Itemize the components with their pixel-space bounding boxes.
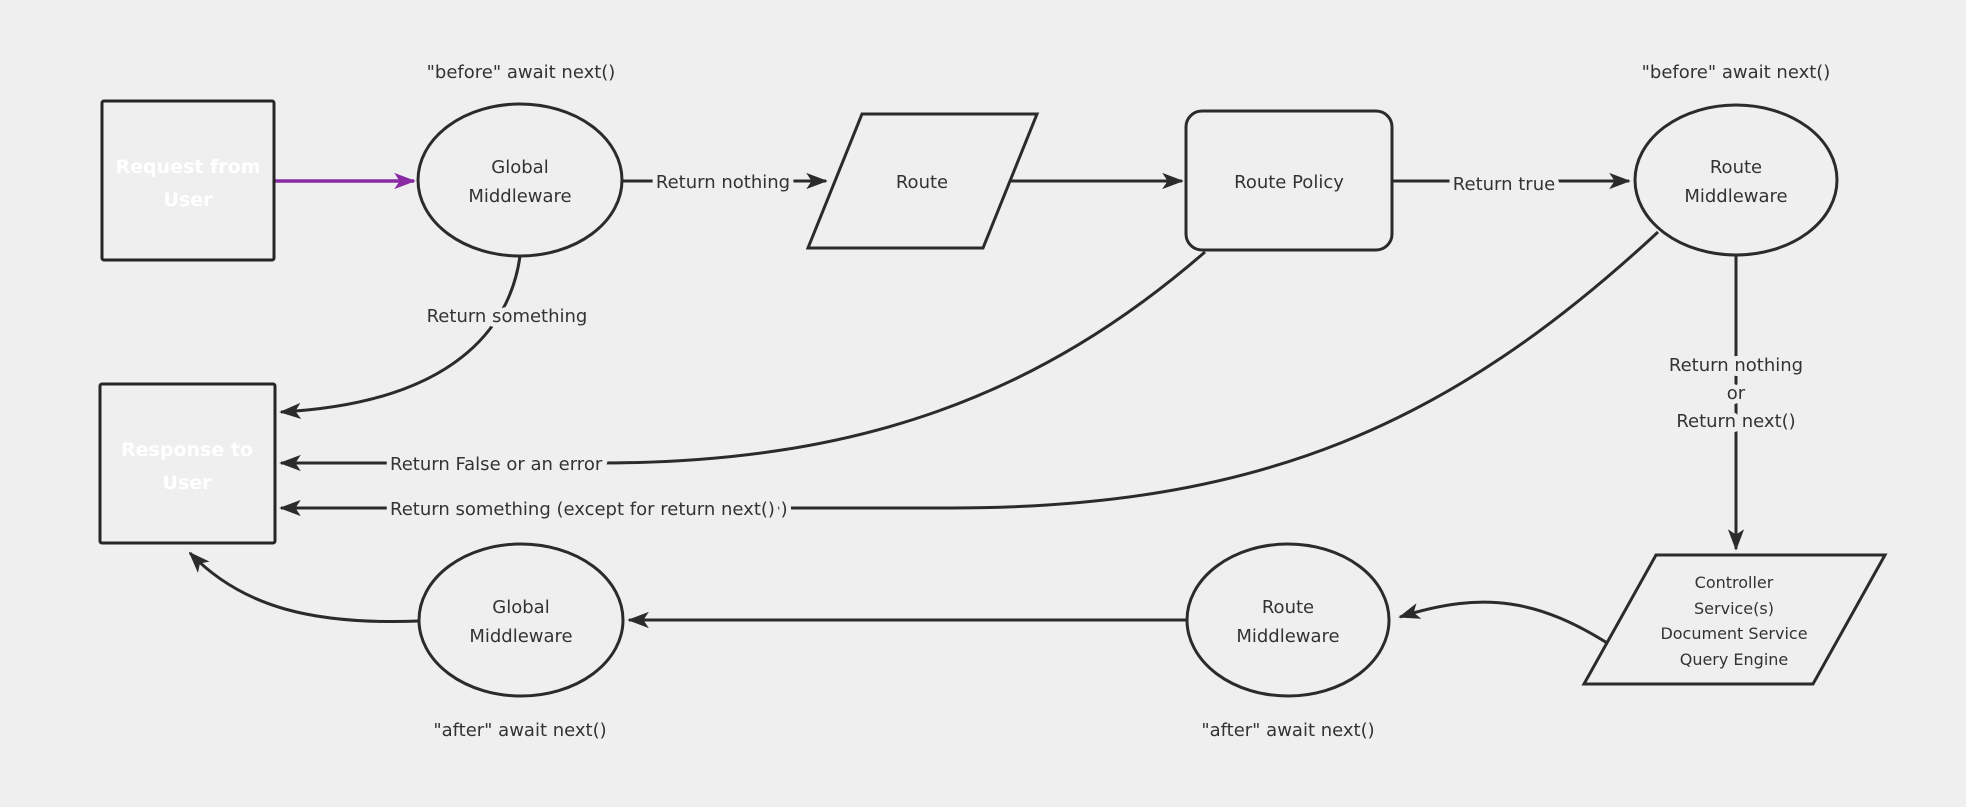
return-something-except-label: Return something (except for return next…	[390, 499, 788, 520]
route-policy-node	[1184, 109, 1394, 252]
return-nothing-or-label-line2: or	[1727, 383, 1746, 404]
route-middleware-bottom-label-line1: Route	[1262, 597, 1314, 618]
global-middleware-top-node	[416, 102, 624, 258]
global-middleware-top-label-line2: Middleware	[468, 186, 571, 207]
return-nothing-or-label-line1: Return nothing	[1669, 355, 1803, 376]
edge-global-middleware-bottom-to-response	[188, 551, 420, 623]
route-policy-label: Route Policy	[1234, 172, 1344, 193]
before-await-next-label-left: "before" await next()	[427, 62, 616, 83]
return-true-label: Return true	[1453, 174, 1555, 195]
route-middleware-top-node	[1633, 103, 1839, 257]
response-to-user-label-line1: Response to	[121, 439, 253, 461]
request-from-user-label-line1: Request from	[115, 156, 260, 178]
route-middleware-bottom-node	[1185, 542, 1391, 698]
controller-services-node	[1581, 553, 1888, 686]
return-nothing-or-label-line3: Return next()	[1676, 411, 1795, 432]
response-to-user-label-line2: User	[163, 472, 213, 494]
route-middleware-top-label-line2: Middleware	[1684, 186, 1787, 207]
controller-label-line3: Document Service	[1660, 624, 1807, 643]
controller-label-line1: Controller	[1695, 573, 1774, 592]
route-middleware-top-label-line1: Route	[1710, 157, 1762, 178]
return-something-label: Return something	[427, 306, 588, 327]
global-middleware-bottom-label-line2: Middleware	[469, 626, 572, 647]
before-await-next-label-right: "before" await next()	[1642, 62, 1831, 83]
route-middleware-bottom-label-line2: Middleware	[1236, 626, 1339, 647]
global-middleware-bottom-node	[417, 542, 625, 698]
edge-global-middleware-return-something-to-response	[279, 255, 522, 420]
after-await-next-label-left: "after" await next()	[433, 720, 606, 741]
request-from-user-box	[100, 99, 276, 262]
request-from-user-label-line2: User	[164, 189, 214, 211]
controller-label-line4: Query Engine	[1680, 650, 1789, 669]
edge-route-middleware-return-something-to-response	[279, 230, 1660, 517]
response-to-user-box	[98, 382, 277, 545]
after-await-next-label-right: "after" await next()	[1201, 720, 1374, 741]
edge-route-policy-return-false-to-response	[279, 250, 1206, 472]
return-false-or-error-label: Return False or an error	[390, 454, 603, 475]
edge-controller-to-route-middleware-bottom	[1398, 600, 1613, 648]
global-middleware-bottom-label-line1: Global	[492, 597, 549, 618]
return-nothing-label: Return nothing	[656, 172, 790, 193]
route-label: Route	[896, 172, 948, 193]
route-node	[805, 112, 1040, 250]
controller-label-line2: Service(s)	[1694, 599, 1774, 618]
global-middleware-top-label-line1: Global	[491, 157, 548, 178]
